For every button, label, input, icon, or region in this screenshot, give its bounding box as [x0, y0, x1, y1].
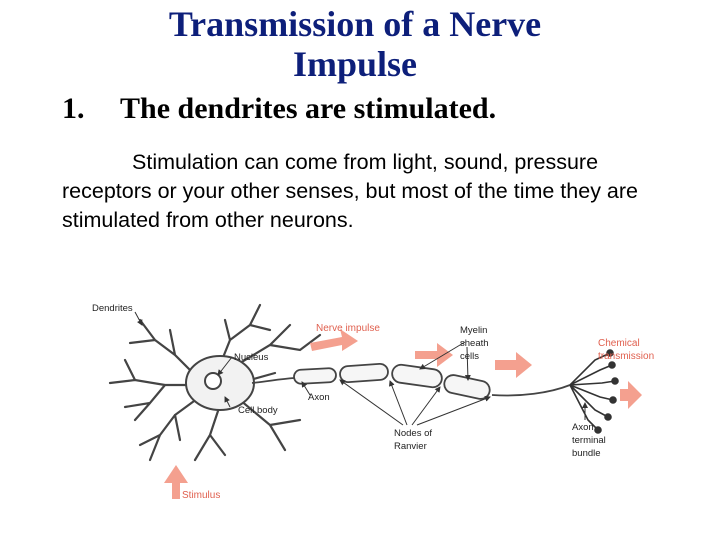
- title-line-2: Impulse: [292, 44, 418, 84]
- impulse-arrow-1: [310, 329, 358, 351]
- slide-title: Transmission of a Nerve Impulse: [100, 4, 610, 84]
- label-cell-body: Cell body: [238, 405, 278, 416]
- leader-lines: [134, 311, 588, 426]
- numbered-point: 1. The dendrites are stimulated.: [62, 92, 496, 126]
- axon: [251, 362, 571, 400]
- stimulus-arrow: [164, 465, 188, 499]
- label-nerve-impulse: Nerve impulse: [316, 323, 380, 334]
- label-axon: Axon: [308, 392, 330, 403]
- neuron-diagram: Dendrites Nerve impulse Myelin sheath ce…: [92, 303, 654, 501]
- label-terminal-3: bundle: [572, 448, 601, 459]
- label-chemical-1: Chemical: [598, 338, 640, 349]
- label-myelin-2: sheath: [460, 338, 489, 349]
- point-text: The dendrites are stimulated.: [120, 92, 497, 125]
- impulse-arrow-3: [495, 352, 532, 378]
- label-terminal-2: terminal: [572, 435, 606, 446]
- label-dendrites: Dendrites: [92, 303, 133, 314]
- axon-terminal-bundle: [569, 349, 619, 434]
- label-myelin-1: Myelin: [460, 325, 487, 336]
- label-stimulus: Stimulus: [182, 490, 220, 501]
- label-nucleus: Nucleus: [234, 352, 269, 363]
- body-paragraph: Stimulation can come from light, sound, …: [62, 150, 638, 232]
- label-terminal-1: Axon: [572, 422, 594, 433]
- label-nodes-1: Nodes of: [394, 428, 432, 439]
- label-chemical-2: transmission: [598, 351, 654, 362]
- impulse-arrows: [164, 329, 642, 499]
- point-number: 1.: [62, 92, 85, 125]
- label-myelin-3: cells: [460, 351, 479, 362]
- impulse-arrow-2: [415, 343, 453, 367]
- dendrites: [108, 303, 322, 462]
- nucleus: [204, 372, 222, 390]
- title-line-1: Transmission of a Nerve: [168, 4, 542, 44]
- chemical-arrow: [620, 381, 642, 409]
- label-nodes-2: Ranvier: [394, 441, 427, 452]
